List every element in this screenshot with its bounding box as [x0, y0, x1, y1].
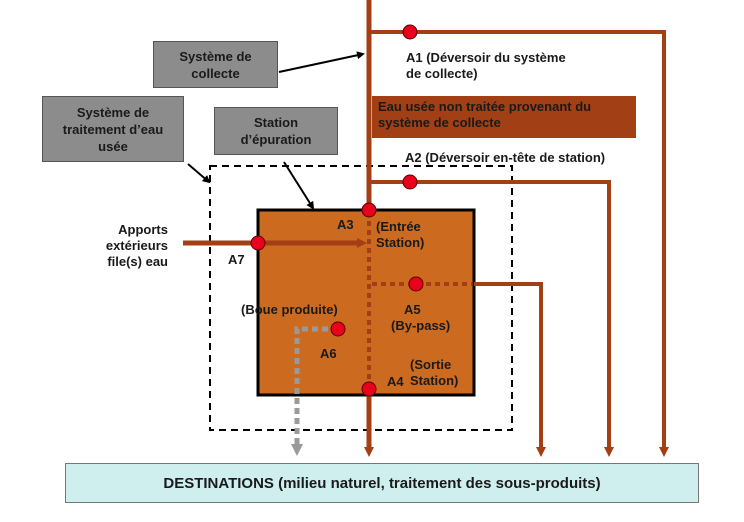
label-a1: A1 (Déversoir du système de collecte)	[406, 50, 566, 81]
label-eau-usee: Eau usée non traitée provenant du systèm…	[372, 96, 636, 138]
treatment-system-boundary	[209, 165, 513, 431]
label-bypass: (By-pass)	[391, 318, 451, 333]
label-a5: A5	[404, 302, 421, 317]
point-a2	[402, 174, 418, 190]
label-systeme-traitement-text: Système de traitement d’eau usée	[62, 104, 164, 154]
a1-overflow-route	[369, 30, 669, 457]
label-station-epuration-text: Station d’épuration	[240, 115, 312, 147]
label-systeme-traitement: Système de traitement d’eau usée	[42, 96, 184, 162]
sludge-output-route	[291, 326, 338, 456]
label-apports-exterieurs: Apports extérieurs file(s) eau	[105, 222, 168, 269]
destinations-box: DESTINATIONS (milieu naturel, traitement…	[65, 463, 699, 503]
point-a6	[330, 321, 346, 337]
callout-station-pointer	[283, 161, 315, 210]
point-a7	[250, 235, 266, 251]
label-a3: A3	[337, 217, 354, 232]
point-a3	[361, 202, 377, 218]
label-a4: A4	[387, 374, 404, 389]
label-station-epuration: Station d’épuration	[214, 107, 338, 155]
destinations-label: DESTINATIONS (milieu naturel, traitement…	[163, 474, 601, 492]
callout-collecte-pointer	[278, 51, 365, 73]
point-a1	[402, 24, 418, 40]
label-systeme-collecte: Système de collecte	[153, 41, 278, 88]
label-a2: A2 (Déversoir en-tête de station)	[405, 150, 606, 165]
label-a7: A7	[228, 252, 245, 267]
a2-overflow-route	[369, 180, 614, 457]
point-a4	[361, 381, 377, 397]
label-systeme-collecte-text: Système de collecte	[179, 48, 252, 81]
label-entree-station: (Entrée Station)	[376, 219, 425, 250]
callout-traitement-pointer	[187, 163, 211, 184]
label-boue-produite: (Boue produite)	[241, 302, 338, 317]
a5-bypass-route	[474, 282, 546, 457]
point-a5	[408, 276, 424, 292]
label-sortie-station: (Sortie Station)	[410, 357, 459, 388]
label-a6: A6	[320, 346, 337, 361]
